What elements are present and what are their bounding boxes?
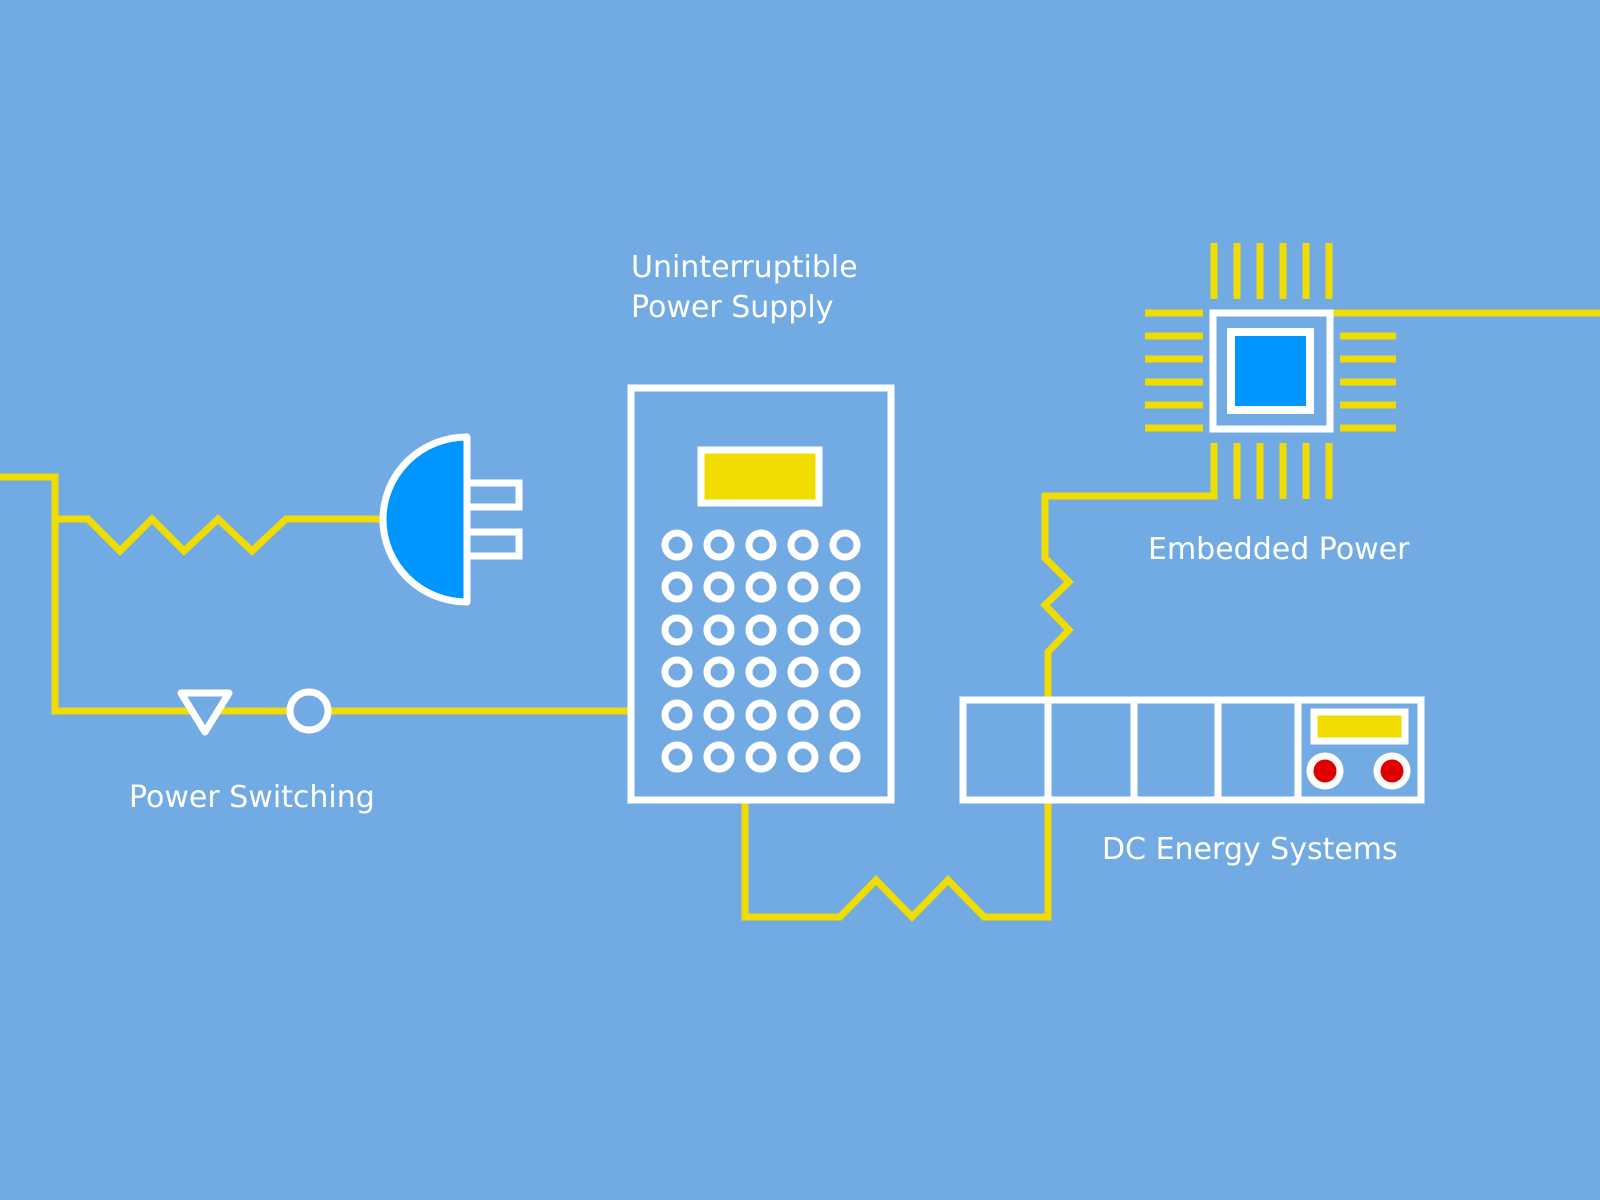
- vent-hole: [829, 699, 861, 731]
- vent-hole: [745, 741, 777, 773]
- wire-resistor-to-plug: [51, 514, 389, 556]
- ups-vent-grid: [661, 529, 861, 773]
- ups-label: Uninterruptible Power Supply: [631, 248, 858, 328]
- microchip-icon: [1145, 243, 1396, 499]
- ups-label-line1: Uninterruptible: [631, 250, 858, 285]
- vent-hole: [745, 699, 777, 731]
- vent-hole: [703, 614, 735, 646]
- vent-hole: [745, 571, 777, 603]
- vent-hole: [745, 614, 777, 646]
- vent-hole: [787, 699, 819, 731]
- indicator-light: [1373, 752, 1411, 790]
- vent-hole: [661, 571, 693, 603]
- wire-ups-to-dc: [741, 796, 1052, 923]
- wire-dc-to-chip: [1040, 492, 1218, 704]
- vent-hole: [703, 571, 735, 603]
- indicator-light: [1306, 752, 1344, 790]
- vent-hole: [787, 656, 819, 688]
- vent-hole: [661, 529, 693, 561]
- ups-cabinet-icon: [627, 384, 895, 804]
- vent-hole: [703, 529, 735, 561]
- vent-hole: [829, 656, 861, 688]
- switch-icon: [177, 688, 332, 736]
- embedded-power-label: Embedded Power: [1148, 532, 1410, 567]
- vent-hole: [787, 571, 819, 603]
- chip-pins: [1145, 243, 1396, 499]
- vent-hole: [829, 529, 861, 561]
- battery-rack-icon: [959, 696, 1425, 804]
- vent-hole: [745, 529, 777, 561]
- plug-icon: [379, 433, 523, 606]
- vent-hole: [703, 656, 735, 688]
- power-switching-label: Power Switching: [129, 780, 375, 815]
- vent-hole: [829, 571, 861, 603]
- vent-hole: [787, 529, 819, 561]
- vent-hole: [661, 741, 693, 773]
- ups-label-line2: Power Supply: [631, 290, 834, 325]
- vent-hole: [745, 656, 777, 688]
- vent-hole: [787, 614, 819, 646]
- vent-hole: [661, 699, 693, 731]
- vent-hole: [829, 614, 861, 646]
- vent-hole: [661, 614, 693, 646]
- vent-hole: [829, 741, 861, 773]
- vent-hole: [661, 656, 693, 688]
- vent-hole: [787, 741, 819, 773]
- wire-input: [0, 473, 59, 715]
- vent-hole: [703, 741, 735, 773]
- vent-hole: [703, 699, 735, 731]
- dc-energy-label: DC Energy Systems: [1102, 832, 1398, 867]
